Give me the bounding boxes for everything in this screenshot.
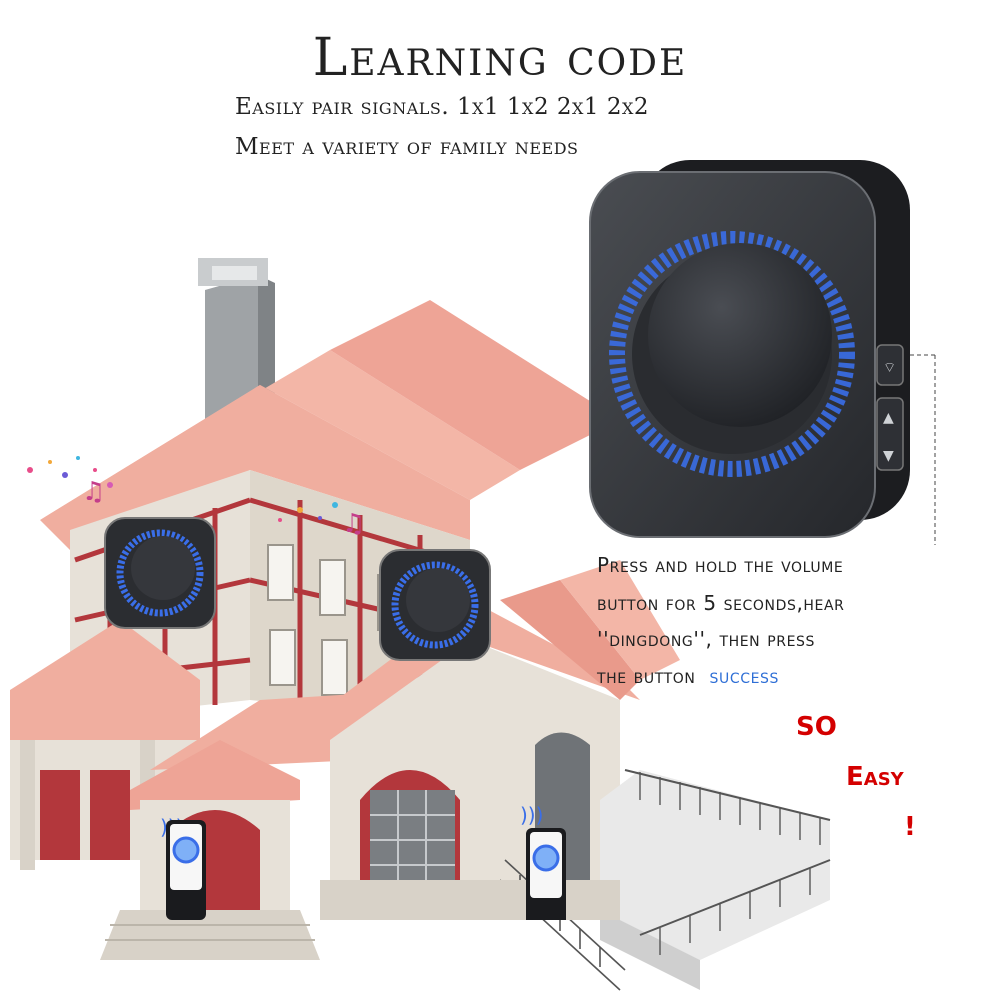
transmitter-right: ))) [520,803,566,920]
foundation [320,880,620,920]
chimney [198,258,275,430]
instruction-line-1: Press and hold the volume [597,553,844,577]
svg-text:♫: ♫ [82,477,105,507]
page-title: Learning code [312,28,688,88]
receiver-large: ⌔ ▲ ▼ [589,160,936,545]
success-label: success [709,664,779,688]
instruction-line-4-text: the button [597,664,696,688]
volume-up-icon: ▲ [883,410,894,426]
receiver-small-right [379,549,491,661]
volume-buttons[interactable] [876,397,904,471]
wifi-signal-icon: ))) [520,803,543,827]
pair-button[interactable] [876,344,904,386]
music-note-icon: ♫ [278,502,365,539]
callout-so: SO [796,712,837,742]
left-entrance [100,800,320,960]
music-note-icon: ♫ [27,456,113,507]
subtitle-pairing: Easily pair signals. 1x1 1x2 2x1 2x2 [235,94,650,120]
instruction-line-3: ''dingdong'', then press [597,627,816,651]
subtitle-family-needs: Meet a variety of family needs [235,134,579,160]
instruction-line-2: button for 5 seconds,hear [597,591,845,615]
right-roof [500,560,680,700]
callout-easy: Easy [846,762,904,792]
wifi-signal-icon: ⌔ [883,360,896,376]
svg-text:♫: ♫ [342,509,365,539]
receiver-small-left [104,517,216,629]
callout-exclaim: ! [904,812,916,842]
transmitter-left: ))) [160,815,206,920]
instruction-line-4: the button success [597,664,779,688]
volume-down-icon: ▼ [883,448,894,464]
